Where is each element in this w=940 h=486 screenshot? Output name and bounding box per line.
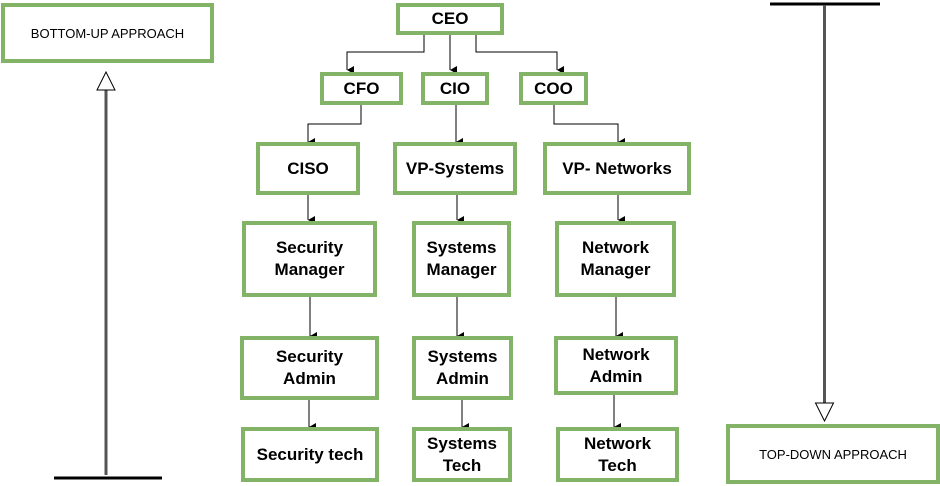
node-network-admin: Network Admin [554,336,678,395]
edge-ceo-coo [475,34,564,74]
node-vp-networks: VP- Networks [543,142,691,195]
node-ciso: CISO [256,142,360,195]
edge-ceo-cfo [346,34,425,74]
node-network-tech: Network Tech [556,427,679,482]
node-vp-systems: VP-Systems [393,142,517,195]
node-network-manager: Network Manager [555,221,676,297]
node-security-tech: Security tech [241,427,379,482]
top-down-approach-label: TOP-DOWN APPROACH [726,424,940,484]
node-systems-tech: Systems Tech [412,427,512,482]
edge-cfo-ciso [307,104,362,146]
node-systems-manager: Systems Manager [412,221,511,297]
node-ceo: CEO [396,3,504,35]
node-security-manager: Security Manager [242,221,377,297]
node-systems-admin: Systems Admin [412,336,513,400]
node-security-admin: Security Admin [240,336,379,400]
edge-coo-vpnet [553,104,625,146]
bottom-up-approach-label: BOTTOM-UP APPROACH [1,3,214,63]
node-coo: COO [519,72,588,105]
node-cio: CIO [421,72,489,105]
node-cfo: CFO [320,72,403,105]
top-down-arrow [770,2,880,423]
bottom-up-arrow [54,70,162,480]
